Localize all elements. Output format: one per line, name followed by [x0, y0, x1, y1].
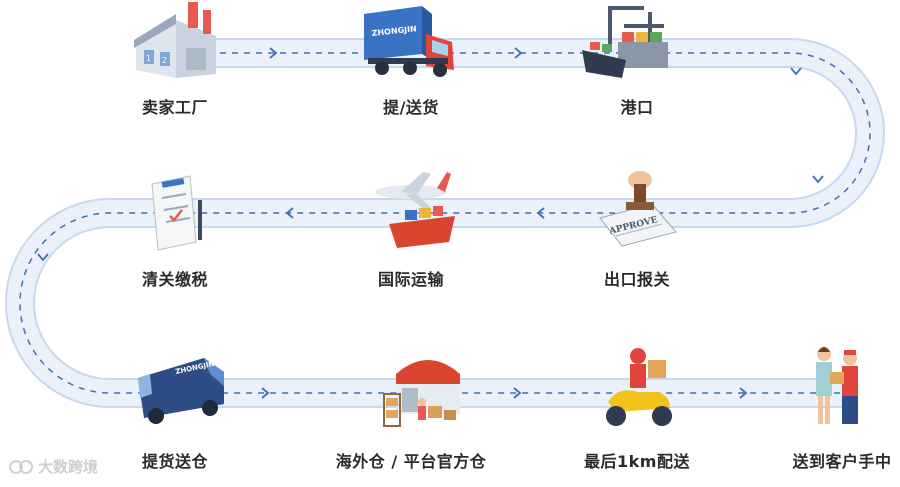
warehouse-icon — [383, 360, 460, 427]
step-label-international-transport: 国际运输 — [377, 270, 445, 289]
watermark: 大数跨境 — [8, 456, 98, 477]
step-label-last-mile: 最后1km配送 — [584, 452, 690, 471]
arrow-down — [37, 253, 49, 262]
step-label-export-customs: 出口报关 — [603, 270, 671, 289]
customer-handover-icon — [816, 347, 858, 424]
factory-icon: 1 2 — [134, 2, 216, 78]
truck-icon: ZHONGJIN — [364, 6, 454, 77]
plane-ship-icon — [375, 172, 455, 248]
step-label-port: 港口 — [620, 98, 654, 117]
scooter-icon — [606, 348, 672, 426]
step-label-delivery-to-warehouse: 提货送仓 — [141, 452, 209, 471]
step-label-pickup: 提/送货 — [383, 98, 439, 117]
watermark-logo-icon — [9, 459, 33, 474]
road-dash-line — [19, 52, 871, 394]
watermark-text: 大数跨境 — [38, 458, 99, 476]
clipboard-icon — [151, 175, 202, 251]
step-label-customer: 送到客户手中 — [792, 452, 892, 471]
arrow-down — [790, 67, 802, 76]
van-icon: ZHONGJIN — [138, 358, 224, 424]
arrow-right — [261, 387, 270, 399]
step-label-overseas-warehouse: 海外仓 / 平台官方仓 — [335, 452, 487, 471]
approve-stamp-icon: APPROVE — [599, 171, 677, 247]
svg-text:1: 1 — [146, 54, 151, 63]
arrow-right — [514, 47, 523, 59]
step-label-seller-factory: 卖家工厂 — [141, 98, 209, 117]
arrow-left — [536, 207, 545, 219]
port-ship-icon — [582, 6, 668, 78]
svg-text:2: 2 — [162, 56, 167, 65]
arrow-right — [513, 387, 522, 399]
arrow-right — [269, 47, 278, 59]
step-label-customs-clearance: 清关缴税 — [141, 270, 209, 289]
arrow-right — [739, 387, 748, 399]
arrow-left — [285, 207, 294, 219]
arrow-down — [812, 175, 824, 184]
